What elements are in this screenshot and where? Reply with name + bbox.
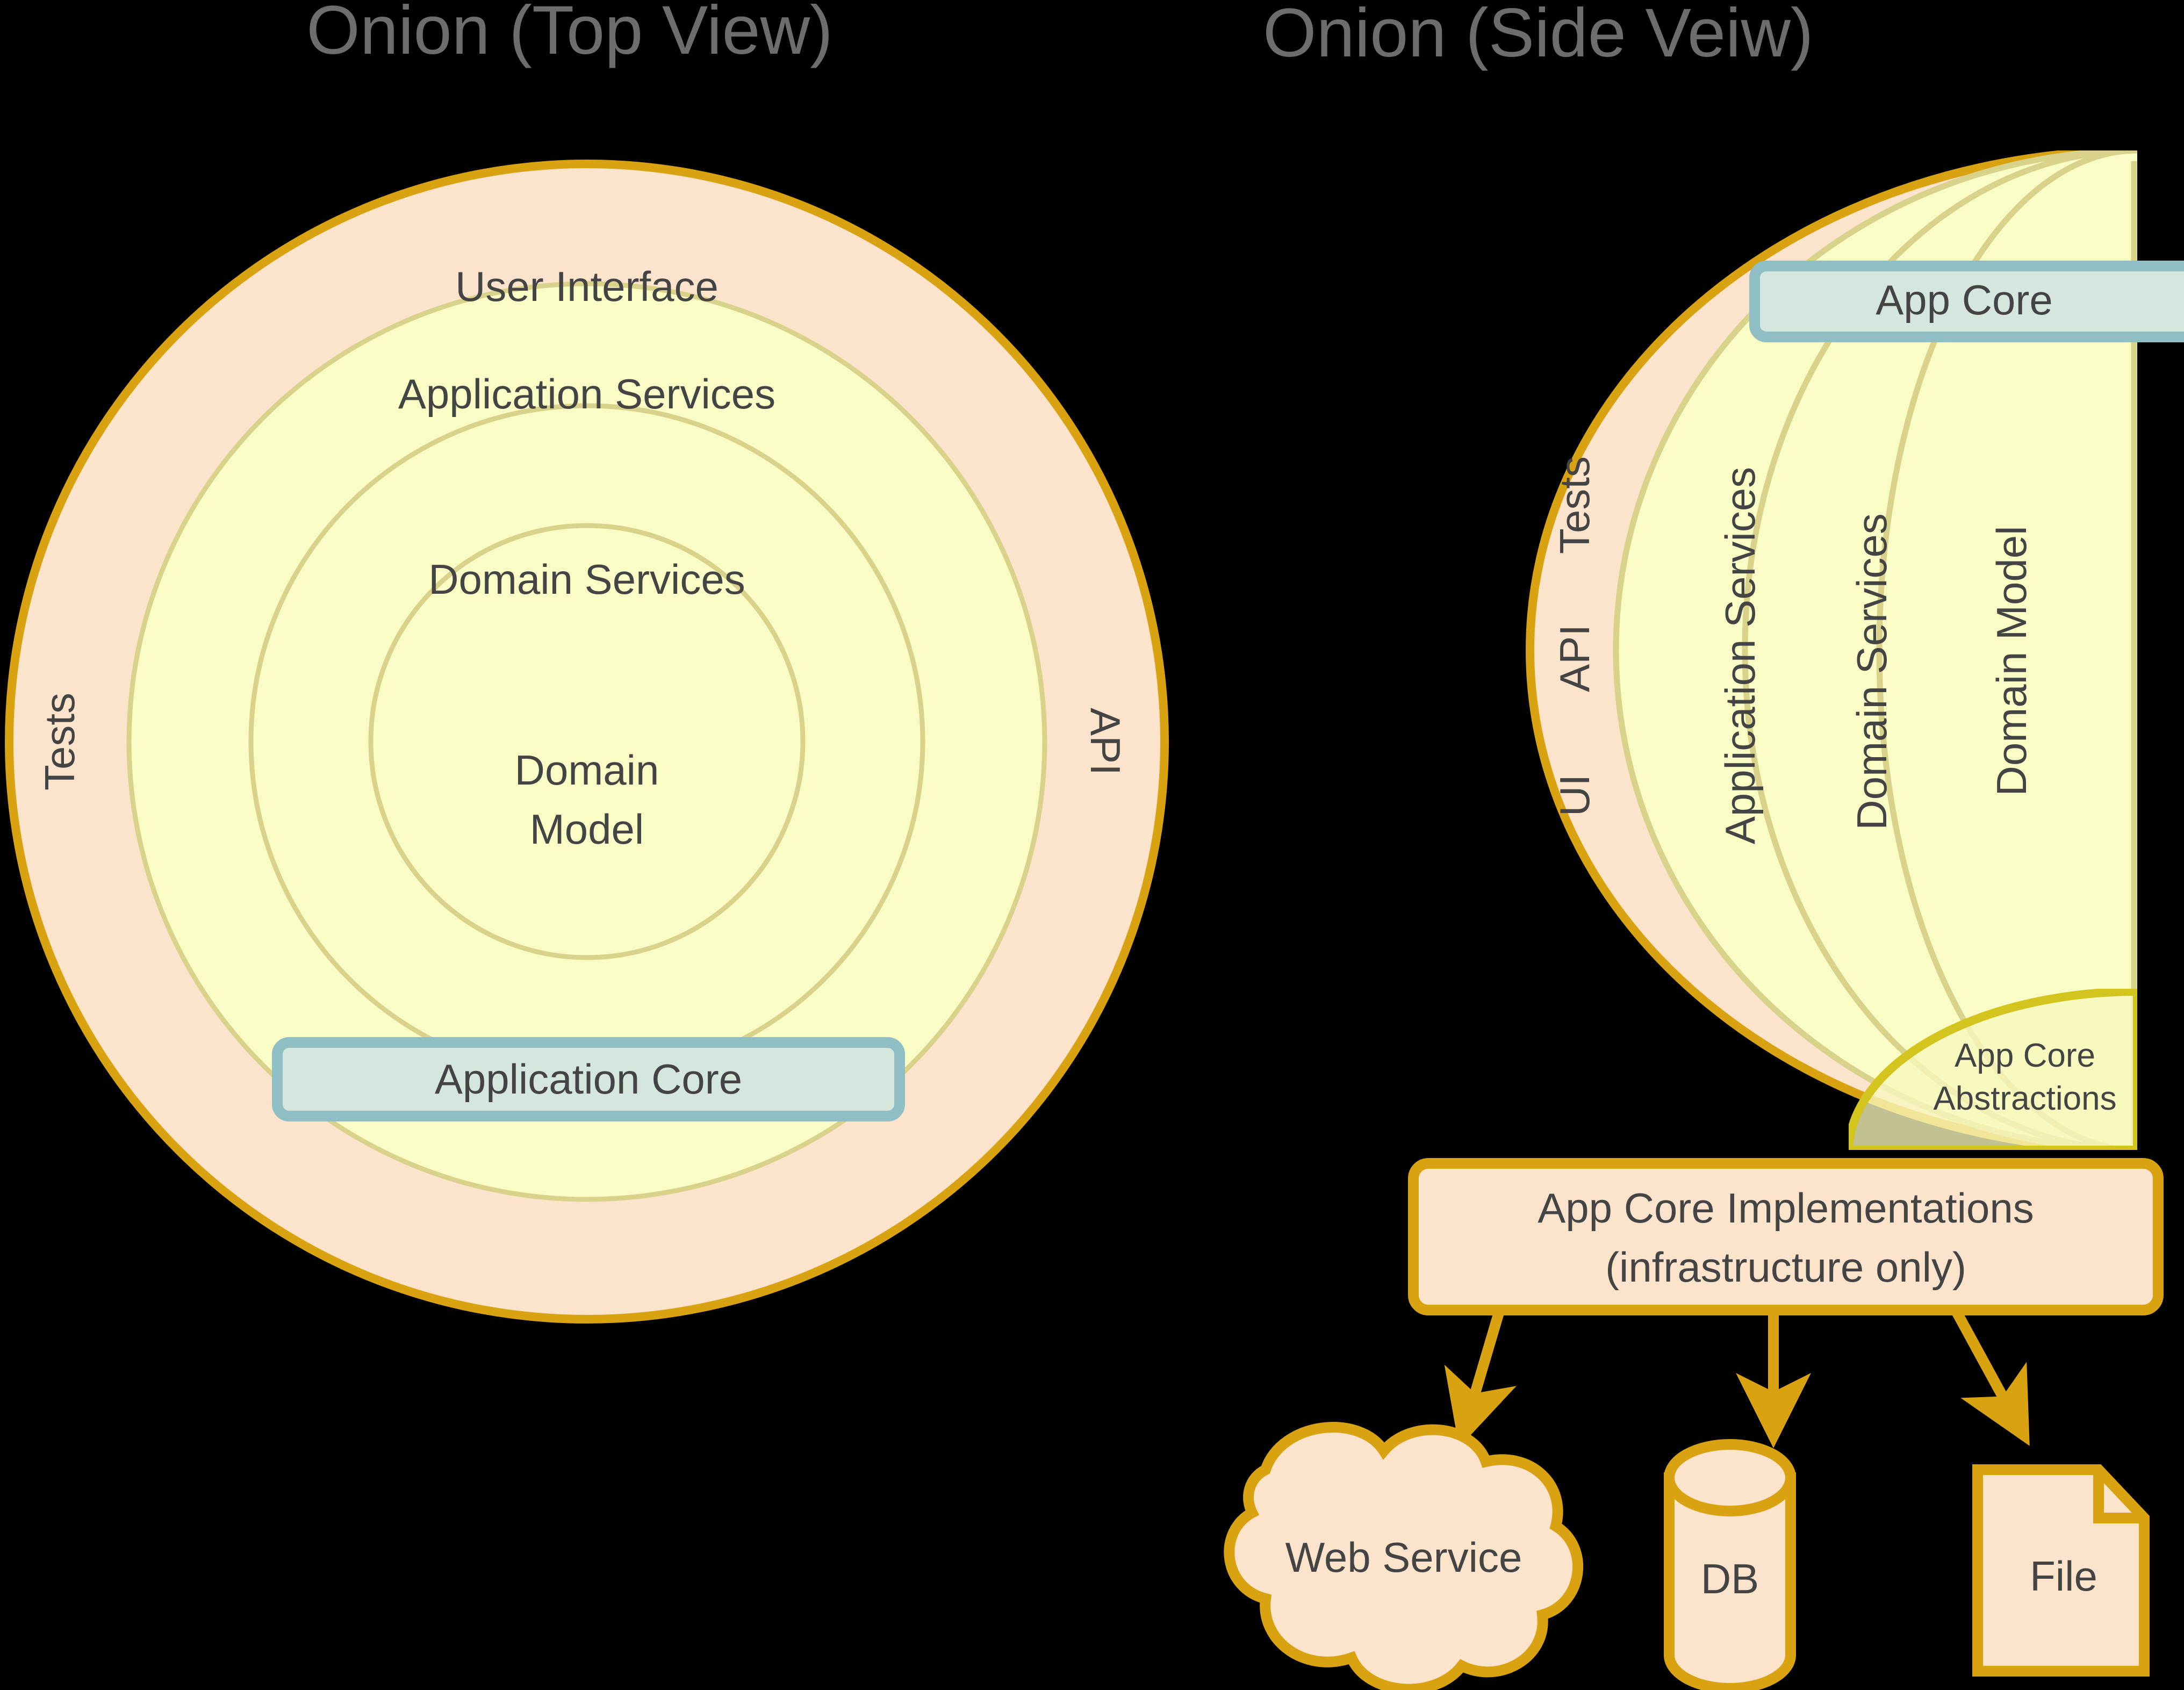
app-core-abstractions-region <box>1849 989 2137 1150</box>
ring-label-domain-services: Domain Services <box>428 556 745 603</box>
ring-label-tests: Tests <box>36 693 83 790</box>
arrow-to-web-service <box>1444 1310 1517 1448</box>
cloud-icon <box>1224 1422 1583 1690</box>
database-node[interactable]: DB <box>1664 1439 1796 1690</box>
cylinder-icon-top <box>1664 1439 1796 1516</box>
side-label-domain-model: Domain Model <box>1988 526 2035 796</box>
top-view-title: Onion (Top View) <box>306 0 832 69</box>
side-label-ui: UI <box>1551 774 1598 816</box>
ring-label-domain-model-line1: Domain <box>515 746 659 794</box>
arrow-to-file <box>1951 1308 2030 1446</box>
side-label-domain-services: Domain Services <box>1848 513 1895 830</box>
ring-label-api: API <box>1082 708 1129 775</box>
ring-label-domain-model-line2: Model <box>530 806 644 853</box>
app-core-abstractions-shape <box>1849 989 2137 1150</box>
app-core-implementations-line2: (infrastructure only) <box>1605 1243 1966 1291</box>
application-core-badge-box <box>272 1037 905 1121</box>
side-label-tests: Tests <box>1551 456 1598 554</box>
side-view-title: Onion (Side Veiw) <box>1263 0 1814 71</box>
side-band-domain-model <box>1876 150 2137 1150</box>
ring-domain-model <box>368 523 806 960</box>
app-core-badge-label: App Core <box>1876 276 2053 323</box>
ring-label-user-interface: User Interface <box>455 263 719 310</box>
web-service-node[interactable]: Web Service <box>1224 1422 1583 1690</box>
top-view-group: Onion (Top View) User Interface Applicat… <box>5 0 1169 1324</box>
app-core-badge[interactable]: App Core <box>1749 261 2184 342</box>
application-core-badge[interactable]: Application Core <box>272 1037 905 1121</box>
app-core-abstractions-label-line2: Abstractions <box>1933 1080 2116 1117</box>
ring-label-application-services: Application Services <box>398 370 775 418</box>
application-core-badge-label: Application Core <box>435 1055 742 1103</box>
database-label: DB <box>1701 1555 1759 1602</box>
side-label-api: API <box>1551 624 1598 692</box>
side-label-application-services: Application Services <box>1716 467 1764 844</box>
file-node[interactable]: File <box>1972 1464 2150 1677</box>
side-view-group: Onion (Side Veiw) App Core Abstractions <box>1224 0 2184 1690</box>
cylinder-icon-body <box>1664 1472 1796 1690</box>
web-service-label: Web Service <box>1285 1534 1522 1581</box>
app-core-implementations-rect <box>1408 1158 2164 1315</box>
app-core-abstractions-label-line1: App Core <box>1955 1037 2095 1074</box>
file-label: File <box>2030 1552 2097 1600</box>
app-core-implementations-box[interactable]: App Core Implementations (infrastructure… <box>1408 1158 2164 1315</box>
app-core-badge-box <box>1749 261 2184 342</box>
app-core-implementations-line1: App Core Implementations <box>1538 1184 2034 1232</box>
document-icon-fold <box>2093 1470 2144 1523</box>
